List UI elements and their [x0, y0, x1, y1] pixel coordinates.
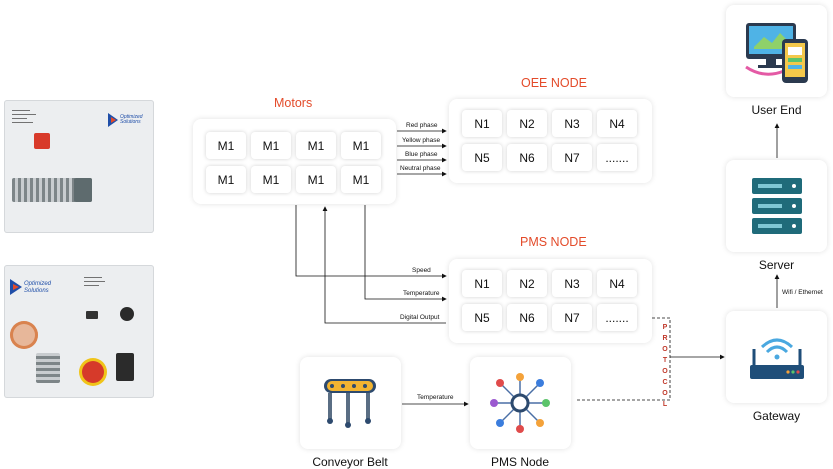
motor-cell: M1 [251, 132, 291, 159]
motor-cell: M1 [341, 166, 381, 193]
pms-node-title: PMS NODE [520, 235, 587, 249]
phase-label: Blue phase [405, 151, 438, 158]
oee-node-title: OEE NODE [521, 76, 587, 90]
conveyor-belt-icon [318, 375, 382, 436]
node-cell: N4 [597, 110, 637, 137]
motor-cell: M1 [341, 132, 381, 159]
gateway-card [726, 311, 827, 403]
control-panel-bottom-photo: Optimized Solutions ▬▬▬▬▬▬▬▬▬▬▬▬▬▬▬▬▬▬ [4, 265, 154, 398]
user-end-label: User End [751, 103, 802, 117]
node-cell: N5 [462, 304, 502, 331]
motor-cell: M1 [206, 166, 246, 193]
server-label: Server [758, 258, 795, 272]
digital-output-label: Digital Output [400, 314, 440, 321]
logo-icon [108, 113, 118, 127]
logo-text-line2: Solutions [120, 119, 141, 125]
phase-label: Yellow phase [402, 137, 441, 144]
terminal-block-icon [36, 353, 60, 383]
devices-icon [744, 17, 810, 90]
user-end-card [726, 5, 827, 97]
control-panel-top-photo: ▬▬▬▬▬▬▬▬▬▬▬▬▬▬▬▬▬▬▬▬▬▬▬▬▬▬ Optimized Sol… [4, 100, 154, 233]
selector-switch-icon [116, 353, 134, 381]
dial-icon [120, 307, 134, 321]
node-cell: N6 [507, 304, 547, 331]
conveyor-belt-card [300, 357, 401, 449]
node-cell: ....... [597, 144, 637, 171]
logo-icon [10, 279, 22, 295]
conveyor-temperature-label: Temperature [417, 394, 454, 401]
usb-port-icon [86, 311, 98, 319]
motor-cell: M1 [296, 132, 336, 159]
server-rack-icon [750, 176, 804, 241]
logo-text-line2: Solutions [24, 288, 49, 294]
pms-node-card [470, 357, 571, 449]
phase-label: Red phase [406, 122, 438, 129]
node-cell: N4 [597, 270, 637, 297]
motors-panel: M1 M1 M1 M1 M1 M1 M1 M1 [193, 119, 396, 204]
node-cell: N7 [552, 304, 592, 331]
motor-cell: M1 [296, 166, 336, 193]
router-icon [748, 329, 806, 390]
oee-node-panel: N1 N2 N3 N4 N5 N6 N7 ....... [449, 99, 652, 183]
protocol-label: P R O T O C O L [662, 324, 668, 408]
node-cell: N2 [507, 270, 547, 297]
motor-cell: M1 [251, 166, 291, 193]
motors-title: Motors [274, 96, 313, 110]
logo-text-line1: Optimized [24, 281, 52, 287]
rotary-switch-icon [34, 133, 50, 149]
node-cell: N7 [552, 144, 592, 171]
gateway-label: Gateway [752, 409, 801, 423]
node-cell: N5 [462, 144, 502, 171]
pms-node-panel: N1 N2 N3 N4 N5 N6 N7 ....... [449, 259, 652, 343]
server-card [726, 160, 827, 252]
emergency-stop-icon [82, 361, 104, 383]
seal-icon [10, 321, 38, 349]
node-cell: N2 [507, 110, 547, 137]
node-cell: N1 [462, 270, 502, 297]
logo-text-line1: Optimized [120, 114, 143, 120]
wifi-ethernet-label: Wifi / Ethernet [782, 289, 823, 296]
phase-label: Neutral phase [400, 165, 441, 172]
node-cell: N6 [507, 144, 547, 171]
node-cell: ....... [597, 304, 637, 331]
node-cell: N3 [552, 110, 592, 137]
node-cell: N1 [462, 110, 502, 137]
network-hub-icon [488, 371, 552, 440]
pms-node-label: PMS Node [490, 455, 550, 469]
node-cell: N3 [552, 270, 592, 297]
temperature-label: Temperature [403, 290, 440, 297]
speed-label: Speed [412, 267, 431, 274]
conveyor-belt-label: Conveyor Belt [312, 455, 388, 469]
motor-cell: M1 [206, 132, 246, 159]
